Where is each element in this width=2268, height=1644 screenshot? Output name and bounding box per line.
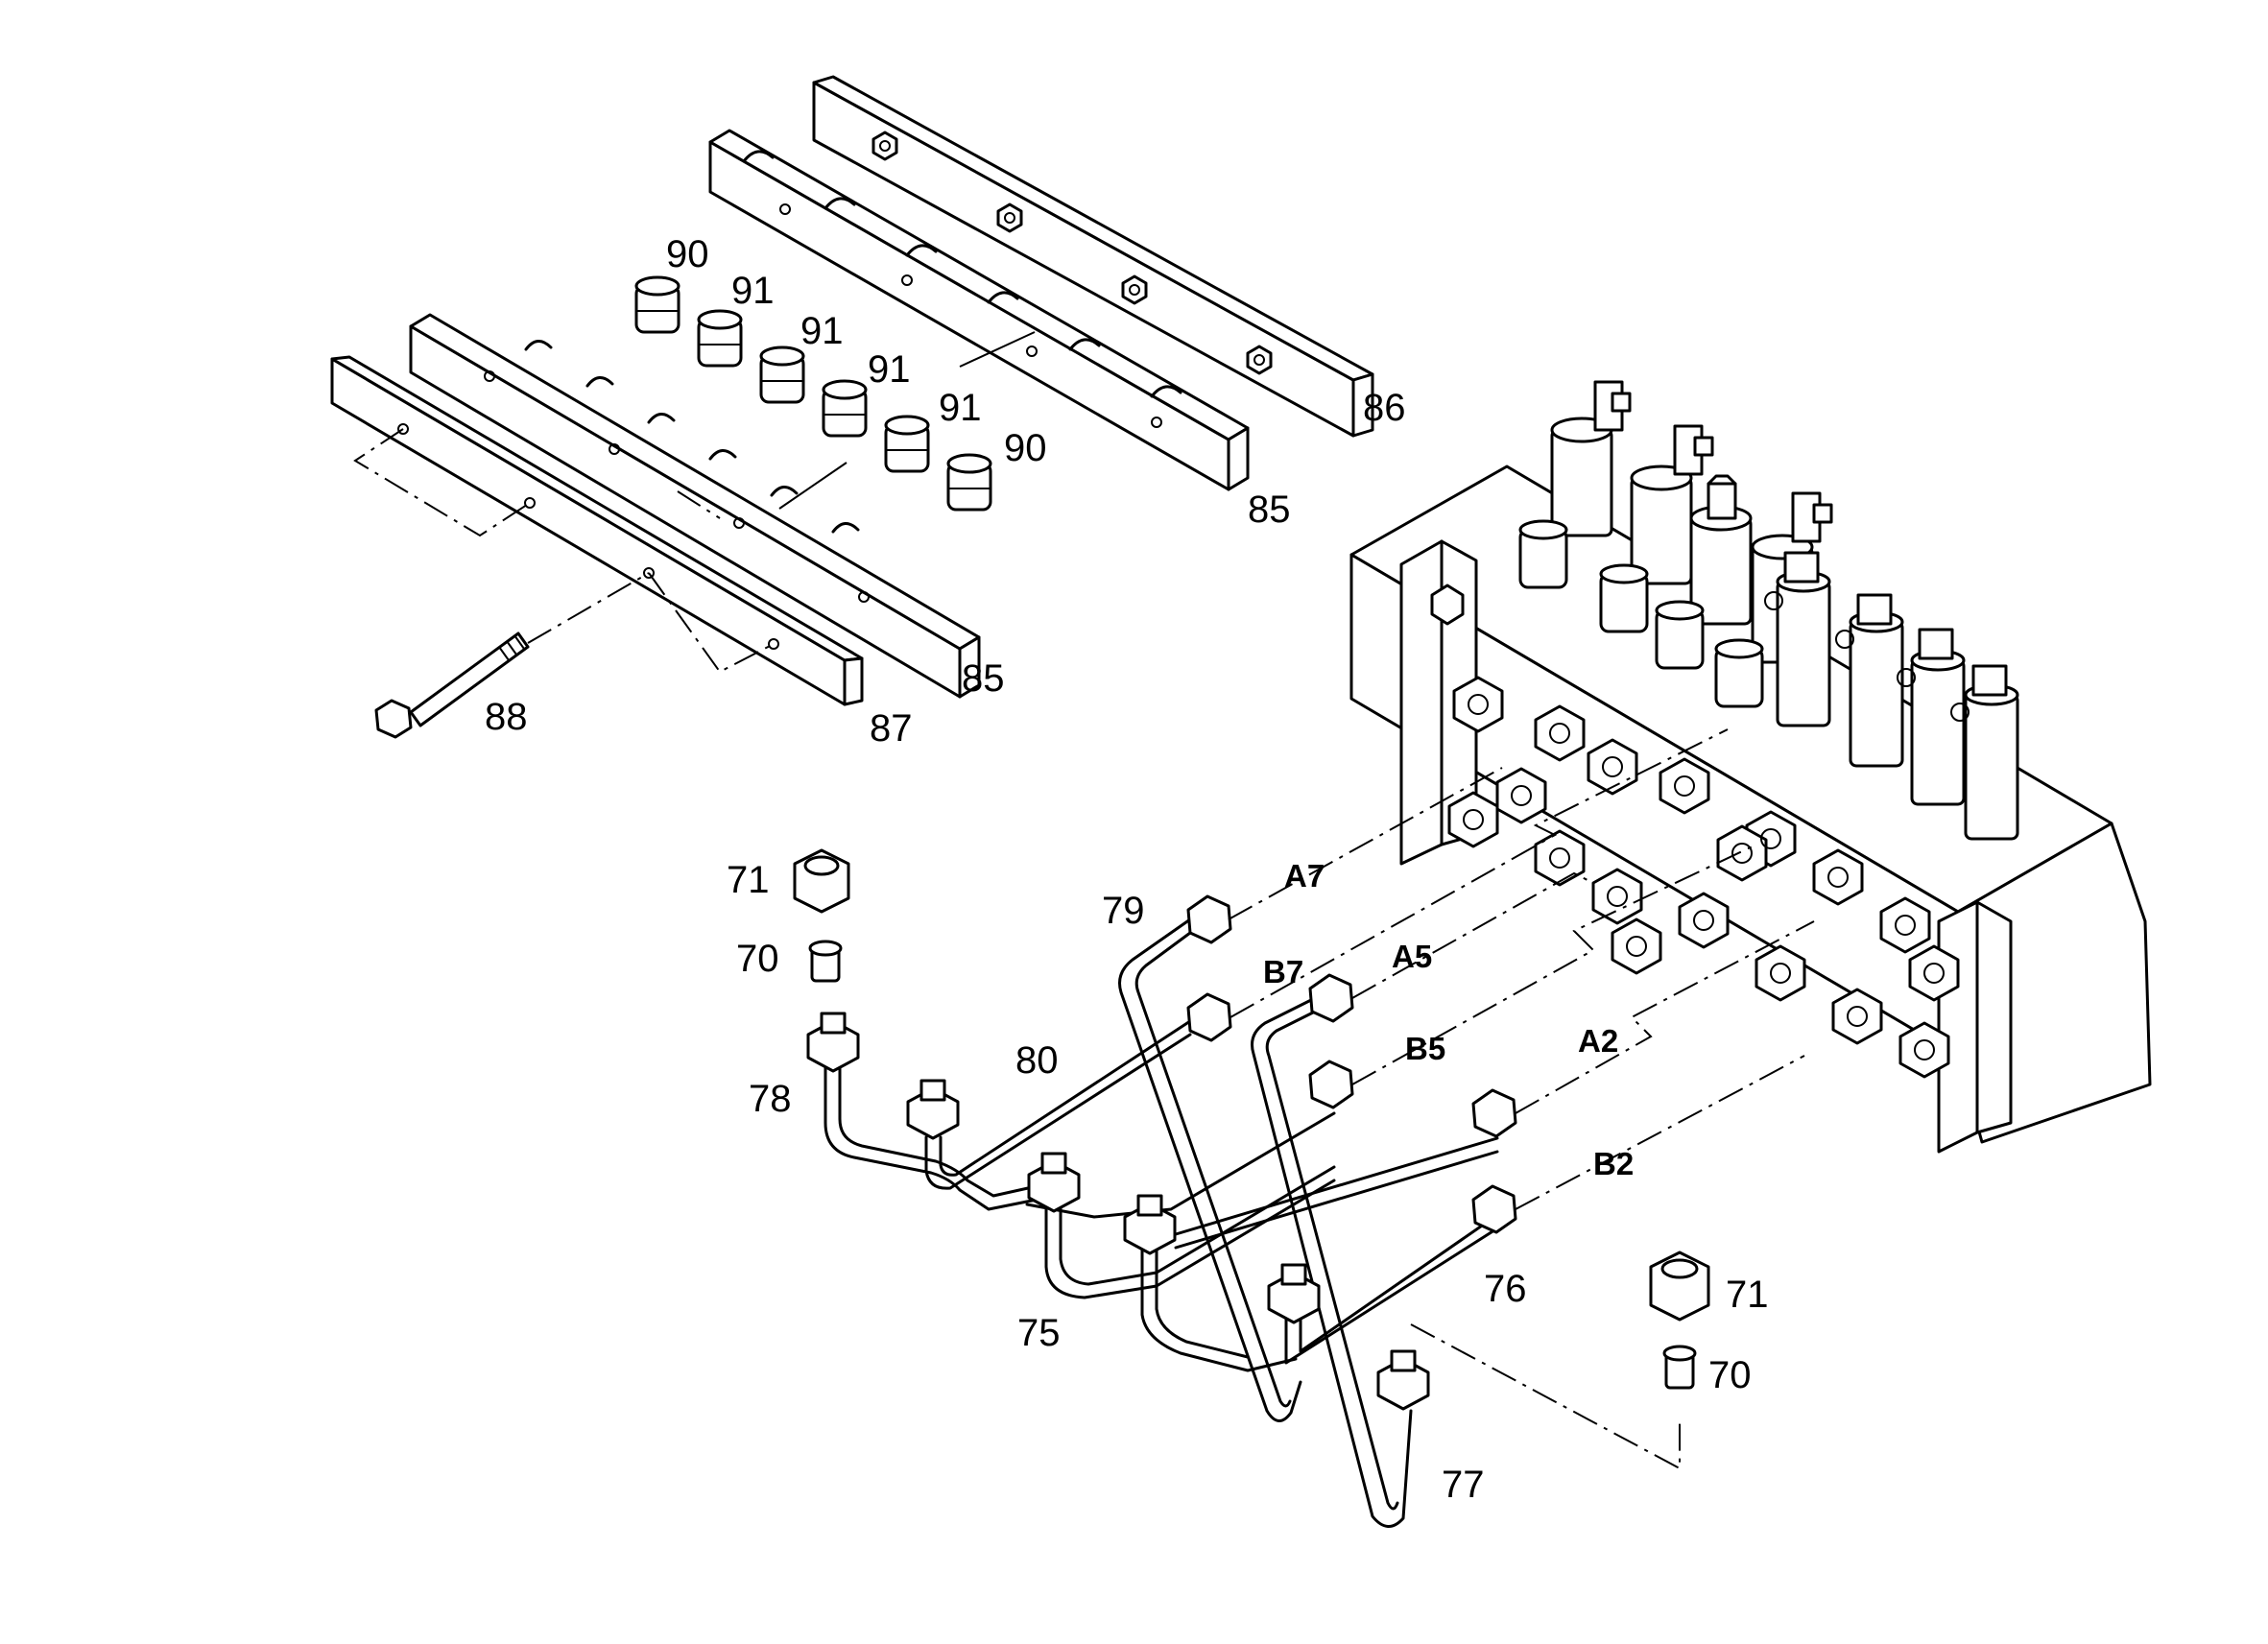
callout-79: 79 (1102, 890, 1145, 932)
callout-91-a: 91 (731, 270, 775, 312)
port-labels: A7 B7 A5 B5 A2 B2 (1263, 858, 1634, 1181)
fitting-row-90-91 (634, 275, 992, 512)
callout-91-c: 91 (868, 348, 911, 391)
port-label-b2: B2 (1593, 1146, 1634, 1181)
fitting-70-left (808, 940, 843, 983)
callout-85-bottom: 85 (962, 657, 1005, 700)
callout-88: 88 (485, 696, 528, 738)
nut-71-left (793, 848, 850, 914)
clamp-bar-86 (812, 75, 1374, 438)
control-valve-block (1349, 380, 2152, 1154)
bolt-88 (374, 631, 530, 739)
callout-90-top: 90 (666, 233, 709, 275)
assembly-centerlines-clamp (353, 428, 775, 674)
callout-86: 86 (1363, 387, 1406, 429)
callout-70-left: 70 (736, 938, 779, 980)
clamp-block-85-lower (409, 313, 981, 699)
callout-80: 80 (1015, 1039, 1059, 1082)
callout-70-right: 70 (1708, 1354, 1752, 1396)
pipe-79 (1118, 917, 1302, 1422)
pipe-end-fittings (806, 1012, 1430, 1411)
pipe-nuts (1186, 894, 1517, 1234)
port-label-b7: B7 (1263, 954, 1303, 989)
callout-77: 77 (1442, 1464, 1485, 1506)
callout-71-right: 71 (1726, 1274, 1769, 1316)
callout-87: 87 (870, 707, 913, 750)
port-centerlines (1228, 728, 1815, 1470)
callout-90-right: 90 (1004, 427, 1047, 469)
callout-71-left: 71 (727, 859, 770, 901)
clamp-block-85-upper (708, 129, 1250, 491)
pipe-75-rear (1140, 1136, 1499, 1372)
port-label-a7: A7 (1284, 858, 1325, 893)
fitting-70-right (1662, 1345, 1697, 1390)
clamp-bar-87 (330, 355, 864, 706)
callout-labels: 86 85 85 87 88 90 91 91 91 91 90 71 70 7… (485, 233, 1769, 1506)
pipe-76 (1284, 1213, 1499, 1365)
callout-91-d: 91 (939, 387, 982, 429)
port-label-a5: A5 (1392, 939, 1432, 974)
callout-76: 76 (1484, 1268, 1527, 1310)
callout-85-top: 85 (1248, 488, 1291, 531)
leader-91 (959, 331, 1036, 368)
port-label-a2: A2 (1578, 1023, 1618, 1059)
callout-91-b: 91 (800, 310, 844, 352)
port-label-b5: B5 (1405, 1031, 1445, 1066)
leader-fittings (778, 462, 848, 510)
callout-78: 78 (749, 1078, 792, 1120)
nut-71-right (1649, 1251, 1710, 1322)
pipe-80 (924, 1019, 1192, 1190)
callout-75: 75 (1017, 1312, 1061, 1354)
